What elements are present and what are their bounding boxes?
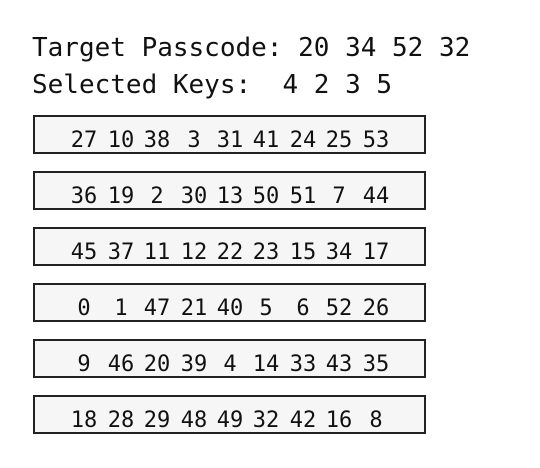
target-passcode-values: 20 34 52 32 [298,33,471,63]
key-row-1: 27 10 38 3 31 41 24 25 53 [33,115,426,154]
key-button[interactable]: 37 [107,240,135,265]
key-button[interactable]: 52 [325,296,353,321]
key-button[interactable]: 49 [216,408,244,433]
key-button[interactable]: 28 [107,408,135,433]
key-button[interactable]: 29 [143,408,171,433]
key-button[interactable]: 18 [70,408,98,433]
key-button[interactable]: 10 [107,128,135,153]
key-button[interactable]: 19 [107,184,135,209]
target-passcode-label: Target Passcode: [32,33,283,63]
key-button[interactable]: 27 [70,128,98,153]
key-button[interactable]: 13 [216,184,244,209]
key-button[interactable]: 24 [289,128,317,153]
target-passcode: Target Passcode: 20 34 52 32 [32,33,470,63]
key-button[interactable]: 51 [289,184,317,209]
key-button[interactable]: 47 [143,296,171,321]
key-row-5: 9 46 20 39 4 14 33 43 35 [33,339,426,378]
key-button[interactable]: 46 [107,352,135,377]
key-button[interactable]: 53 [362,128,390,153]
key-button[interactable]: 33 [289,352,317,377]
key-button[interactable]: 22 [216,240,244,265]
key-button[interactable]: 14 [252,352,280,377]
key-button[interactable]: 20 [143,352,171,377]
key-button[interactable]: 12 [180,240,208,265]
key-row-3: 45 37 11 12 22 23 15 34 17 [33,227,426,266]
key-button[interactable]: 30 [180,184,208,209]
key-button[interactable]: 8 [369,408,383,433]
key-button[interactable]: 7 [332,184,346,209]
selected-keys: Selected Keys: 4 2 3 5 [32,70,392,100]
key-button[interactable]: 44 [362,184,390,209]
key-button[interactable]: 11 [143,240,171,265]
key-button[interactable]: 1 [114,296,128,321]
key-button[interactable]: 39 [180,352,208,377]
key-row-2: 36 19 2 30 13 50 51 7 44 [33,171,426,210]
key-button[interactable]: 40 [216,296,244,321]
key-button[interactable]: 6 [296,296,310,321]
key-button[interactable]: 4 [223,352,237,377]
key-button[interactable]: 43 [325,352,353,377]
key-button[interactable]: 17 [362,240,390,265]
key-button[interactable]: 23 [252,240,280,265]
key-row-6: 18 28 29 48 49 32 42 16 8 [33,395,426,434]
key-button[interactable]: 48 [180,408,208,433]
key-button[interactable]: 15 [289,240,317,265]
key-button[interactable]: 42 [289,408,317,433]
key-button[interactable]: 45 [70,240,98,265]
key-button[interactable]: 31 [216,128,244,153]
key-button[interactable]: 0 [77,296,91,321]
key-button[interactable]: 32 [252,408,280,433]
key-button[interactable]: 3 [187,128,201,153]
key-button[interactable]: 26 [362,296,390,321]
key-button[interactable]: 34 [325,240,353,265]
key-button[interactable]: 35 [362,352,390,377]
key-button[interactable]: 21 [180,296,208,321]
key-button[interactable]: 50 [252,184,280,209]
selected-keys-values: 4 2 3 5 [282,70,393,100]
key-button[interactable]: 16 [325,408,353,433]
selected-keys-label: Selected Keys: [32,70,267,100]
key-button[interactable]: 2 [150,184,164,209]
key-button[interactable]: 25 [325,128,353,153]
key-button[interactable]: 38 [143,128,171,153]
key-button[interactable]: 5 [259,296,273,321]
key-button[interactable]: 9 [77,352,91,377]
key-button[interactable]: 41 [252,128,280,153]
key-button[interactable]: 36 [70,184,98,209]
